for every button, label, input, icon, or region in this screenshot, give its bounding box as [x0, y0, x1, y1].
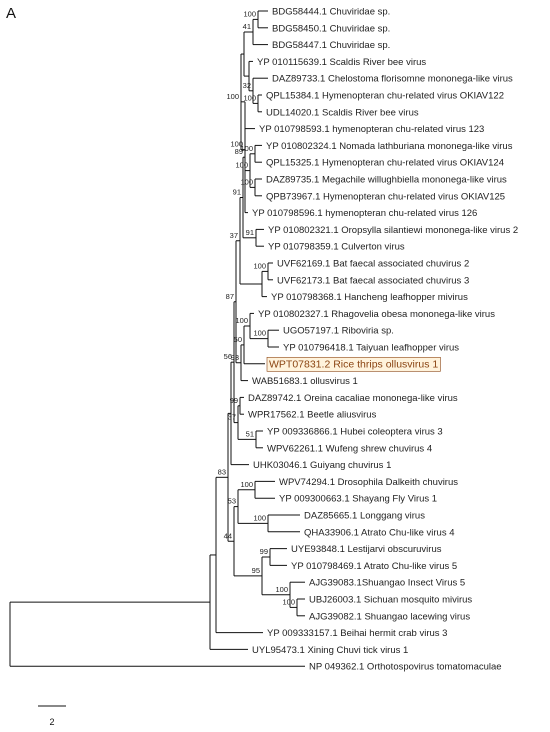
- scale-bar-label: 2: [49, 717, 54, 727]
- bootstrap-value: 37: [230, 231, 238, 240]
- tip-label: BDG58444.1 Chuviridae sp.: [272, 7, 390, 18]
- panel-label: A: [6, 5, 16, 22]
- tip-label: BDG58447.1 Chuviridae sp.: [272, 40, 390, 51]
- tip-label: QPB73967.1 Hymenopteran chu-related viru…: [266, 191, 505, 202]
- tip-label: YP 010798593.1 hymenopteran chu-related …: [259, 124, 484, 135]
- bootstrap-value: 100: [253, 261, 266, 270]
- tip-label: YP 010798596.1 hymenopteran chu-related …: [252, 208, 477, 219]
- tip-label: UYE93848.1 Lestijarvi obscuruvirus: [291, 544, 442, 555]
- bootstrap-value: 99: [230, 396, 238, 405]
- bootstrap-value: 56: [224, 352, 232, 361]
- tip-label: YP 009300663.1 Shayang Fly Virus 1: [279, 494, 437, 505]
- bootstrap-value: 50: [234, 335, 242, 344]
- tip-label: YP 010798469.1 Atrato Chu-like virus 5: [291, 561, 457, 572]
- tip-label: YP 010796418.1 Taiyuan leafhopper virus: [283, 343, 459, 354]
- tip-label: UVF62173.1 Bat faecal associated chuviru…: [277, 275, 469, 286]
- tip-label: QHA33906.1 Atrato Chu-like virus 4: [304, 527, 455, 538]
- highlighted-tip-label: WPT07831.2 Rice thrips ollusvirus 1: [269, 358, 438, 370]
- tip-label: WPV74294.1 Drosophila Dalkeith chuvirus: [279, 477, 458, 488]
- tip-label: QPL15325.1 Hymenopteran chu-related viru…: [266, 158, 504, 169]
- tip-label: UHK03046.1 Guiyang chuvirus 1: [253, 460, 391, 471]
- bootstrap-value: 100: [240, 177, 253, 186]
- bootstrap-value: 91: [246, 228, 254, 237]
- bootstrap-values: 1004110032100100100100100899191100371001…: [218, 9, 295, 606]
- tip-label: UBJ26003.1 Sichuan mosquito mivirus: [309, 595, 472, 606]
- bootstrap-value: 100: [226, 92, 239, 101]
- tip-label: AJG39083.1Shuangao Insect Virus 5: [309, 578, 465, 589]
- bootstrap-value: 100: [282, 597, 295, 606]
- highlight-box: [266, 356, 441, 372]
- tip-label: YP 010798359.1 Culverton virus: [268, 242, 405, 253]
- tip-label: YP 010115639.1 Scaldis River bee virus: [257, 57, 426, 68]
- bootstrap-value: 100: [253, 513, 266, 522]
- bootstrap-value: 41: [243, 22, 251, 31]
- bootstrap-value: 89: [235, 147, 243, 156]
- bootstrap-value: 87: [226, 292, 234, 301]
- tip-label: DAZ89733.1 Chelostoma florisomne mononeg…: [272, 74, 513, 85]
- bootstrap-value: 100: [240, 480, 253, 489]
- tip-label: NP 049362.1 Orthotospovirus tomatomacula…: [309, 662, 502, 673]
- bootstrap-value: 91: [233, 188, 241, 197]
- tip-label: YP 010802324.1 Nomada lathburiana monone…: [266, 141, 513, 152]
- tip-label: UYL95473.1 Xining Chuvi tick virus 1: [252, 645, 408, 656]
- tip-labels: BDG58444.1 Chuviridae sp. BDG58450.1 Chuv…: [248, 7, 518, 673]
- tip-label: UDL14020.1 Scaldis River bee virus: [266, 107, 419, 118]
- tip-label: UGO57197.1 Riboviria sp.: [283, 326, 394, 337]
- tip-label: DAZ89735.1 Megachile willughbiella monon…: [266, 175, 507, 186]
- bootstrap-value: 99: [260, 547, 268, 556]
- tip-label: WPR17562.1 Beetle aliusvirus: [248, 410, 377, 421]
- bootstrap-value: 100: [243, 93, 256, 102]
- tip-label: QPL15384.1 Hymenopteran chu-related viru…: [266, 91, 504, 102]
- bootstrap-value: 44: [224, 531, 232, 540]
- tip-label: BDG58450.1 Chuviridae sp.: [272, 23, 390, 34]
- tip-label: WAB51683.1 ollusvirus 1: [252, 376, 358, 387]
- bootstrap-value: 93: [231, 353, 239, 362]
- bootstrap-value: 32: [243, 81, 251, 90]
- bootstrap-value: 100: [235, 316, 248, 325]
- bootstrap-value: 100: [243, 9, 256, 18]
- tip-label: YP 010802327.1 Rhagovelia obesa mononega…: [258, 309, 495, 320]
- bootstrap-value: 100: [240, 144, 253, 153]
- bootstrap-value: 95: [252, 566, 260, 575]
- bootstrap-value: 100: [253, 329, 266, 338]
- bootstrap-value: 51: [246, 429, 254, 438]
- tip-label: WPV62261.1 Wufeng shrew chuvirus 4: [267, 443, 432, 454]
- bootstrap-value: 37: [228, 413, 236, 422]
- tip-label: YP 010802321.1 Oropsylla silantiewi mono…: [268, 225, 518, 236]
- tip-label: YP 010798368.1 Hancheng leafhopper mivir…: [271, 292, 468, 303]
- bootstrap-value: 53: [228, 497, 236, 506]
- tip-label: AJG39082.1 Shuangao lacewing virus: [309, 611, 470, 622]
- bootstrap-value: 100: [230, 140, 243, 149]
- bootstrap-value: 83: [218, 467, 226, 476]
- tip-label: YP 009336866.1 Hubei coleoptera virus 3: [267, 427, 443, 438]
- tip-label: UVF62169.1 Bat faecal associated chuviru…: [277, 259, 469, 270]
- bootstrap-value: 100: [235, 161, 248, 170]
- tip-label: DAZ89742.1 Oreina cacaliae mononega-like…: [248, 393, 458, 404]
- tree-branches: [9, 10, 305, 667]
- bootstrap-value: 100: [275, 585, 288, 594]
- tip-label: DAZ85665.1 Longgang virus: [304, 511, 425, 522]
- tip-label: YP 009333157.1 Beihai hermit crab virus …: [267, 628, 447, 639]
